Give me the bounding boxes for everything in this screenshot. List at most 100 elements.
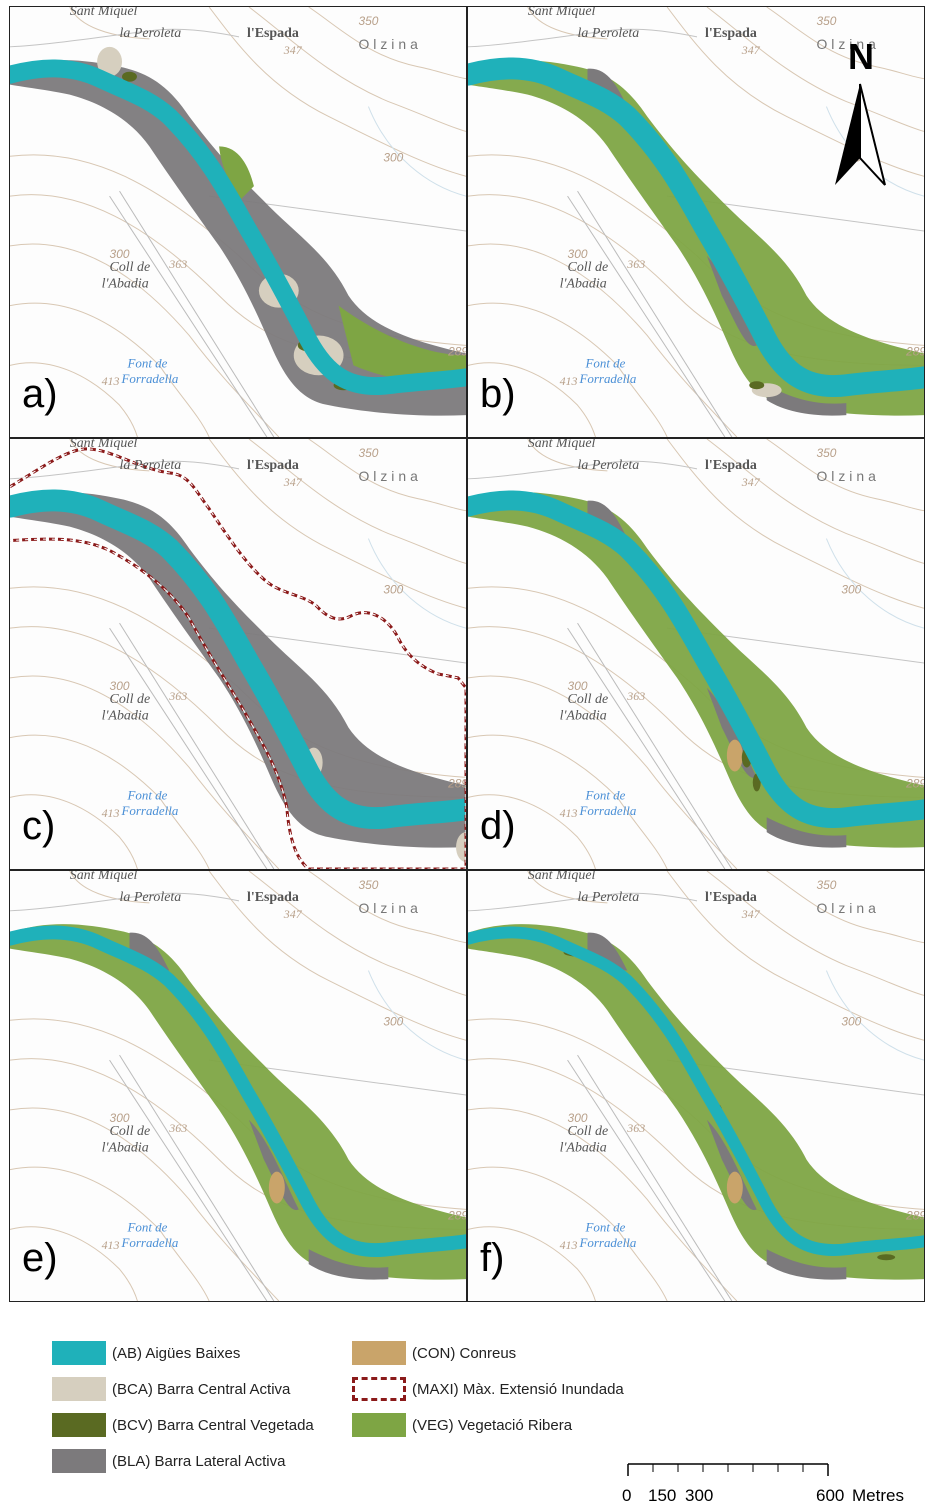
place-label-contour-350: 350 [358,878,378,892]
place-label-forradella: Forradella [579,803,637,818]
place-label-contour-300b: 300 [383,150,403,164]
place-label-la-peroleta: la Peroleta [120,458,182,473]
place-label-contour-289: 289 [447,344,466,358]
legend-item-maxi: (MAXI) Màx. Extensió Inundada [352,1376,624,1402]
place-label-font: Font de [584,355,625,370]
legend-swatch [352,1341,406,1365]
legend-swatch [352,1413,406,1437]
place-label-sant-miquel: Sant Miquel [528,439,596,451]
place-label-coll-elev: 363 [626,257,645,271]
place-label-olzina: Olzina [358,36,421,52]
place-label-la-peroleta: la Peroleta [578,890,640,905]
place-label-contour-350: 350 [358,446,378,460]
legend-label: (AB) Aigües Baixes [112,1344,241,1362]
place-label-espada: l'Espada [705,890,757,905]
place-label-coll-elev: 363 [626,689,645,703]
place-label-espada-elev: 347 [741,43,761,57]
river-ab [468,926,924,1257]
place-label-abadia: l'Abadia [102,1141,149,1156]
scale-tick-0: 0 [622,1486,632,1505]
panel-label: c) [22,804,56,848]
place-label-coll-elev: 363 [168,1121,187,1135]
place-label-coll: Coll de [568,260,609,275]
place-label-font: Font de [584,1219,625,1234]
place-label-la-peroleta: la Peroleta [578,26,640,41]
corridor-veg [468,924,924,1280]
scale-tick-300: 300 [685,1486,714,1505]
legend-item-ab: (AB) Aigües Baixes [52,1340,240,1366]
corridor-veg [10,924,466,1280]
place-label-contour-350: 350 [816,14,836,28]
place-label-espada: l'Espada [247,890,299,905]
corridor-veg [468,492,924,848]
legend-swatch [52,1449,106,1473]
legend-item-veg: (VEG) Vegetació Ribera [352,1412,572,1438]
place-label-contour-350: 350 [816,878,836,892]
place-label-abadia: l'Abadia [560,1141,607,1156]
place-label-coll: Coll de [568,692,609,707]
place-label-abadia: l'Abadia [102,709,149,724]
river-ab [10,489,466,830]
river-ab [10,59,466,396]
place-label-coll-elev: 363 [626,1121,645,1135]
place-label-contour-300b: 300 [383,582,403,596]
place-label-font: Font de [126,787,167,802]
place-label-sant-miquel: Sant Miquel [70,7,138,19]
legend-item-bla: (BLA) Barra Lateral Activa [52,1448,285,1474]
place-label-abadia: l'Abadia [560,277,607,292]
place-label-contour-300: 300 [568,247,588,261]
legend-label: (CON) Conreus [412,1344,517,1362]
legend-label: (BCA) Barra Central Activa [112,1380,291,1398]
place-label-espada-elev: 347 [283,43,303,57]
place-label-contour-300: 300 [110,247,130,261]
place-label-forradella: Forradella [121,371,179,386]
legend-swatch [52,1377,106,1401]
place-label-contour-350: 350 [358,14,378,28]
legend-swatch [352,1377,406,1401]
scale-tick-600: 600 [816,1486,845,1505]
place-label-coll: Coll de [110,1124,151,1139]
place-label-coll-elev: 363 [168,689,187,703]
place-label-forradella: Forradella [121,1235,179,1250]
place-label-olzina: Olzina [358,900,421,916]
legend-label: (VEG) Vegetació Ribera [412,1416,573,1434]
legend-label: (BCV) Barra Central Vegetada [112,1416,314,1434]
place-label-contour-300: 300 [568,679,588,693]
place-label-contour-300: 300 [110,1111,130,1125]
place-label-sant-miquel: Sant Miquel [70,439,138,451]
place-label-font-elev: 413 [102,1238,120,1252]
place-label-sant-miquel: Sant Miquel [70,871,138,883]
river-ab [468,490,924,829]
place-label-espada: l'Espada [705,26,757,41]
place-label-espada-elev: 347 [741,475,761,489]
place-label-olzina: Olzina [358,468,421,484]
place-label-espada: l'Espada [247,458,299,473]
scale-bar: 0 150 300 600 Metres [620,1458,925,1508]
place-label-contour-300b: 300 [383,1014,403,1028]
river-ab [10,925,466,1258]
place-label-font-elev: 413 [102,806,120,820]
legend-label: (MAXI) Màx. Extensió Inundada [412,1380,624,1398]
place-label-espada-elev: 347 [283,907,303,921]
legend-item-bca: (BCA) Barra Central Activa [52,1376,290,1402]
place-label-contour-289: 289 [905,344,924,358]
place-label-olzina: Olzina [816,36,879,52]
place-label-font-elev: 413 [560,1238,578,1252]
place-label-font-elev: 413 [102,374,120,388]
north-arrow-icon [835,83,886,186]
scale-unit: Metres [852,1486,904,1505]
legend: (AB) Aigües Baixes (BCA) Barra Central Ac… [52,1340,692,1480]
place-label-olzina: Olzina [816,468,879,484]
